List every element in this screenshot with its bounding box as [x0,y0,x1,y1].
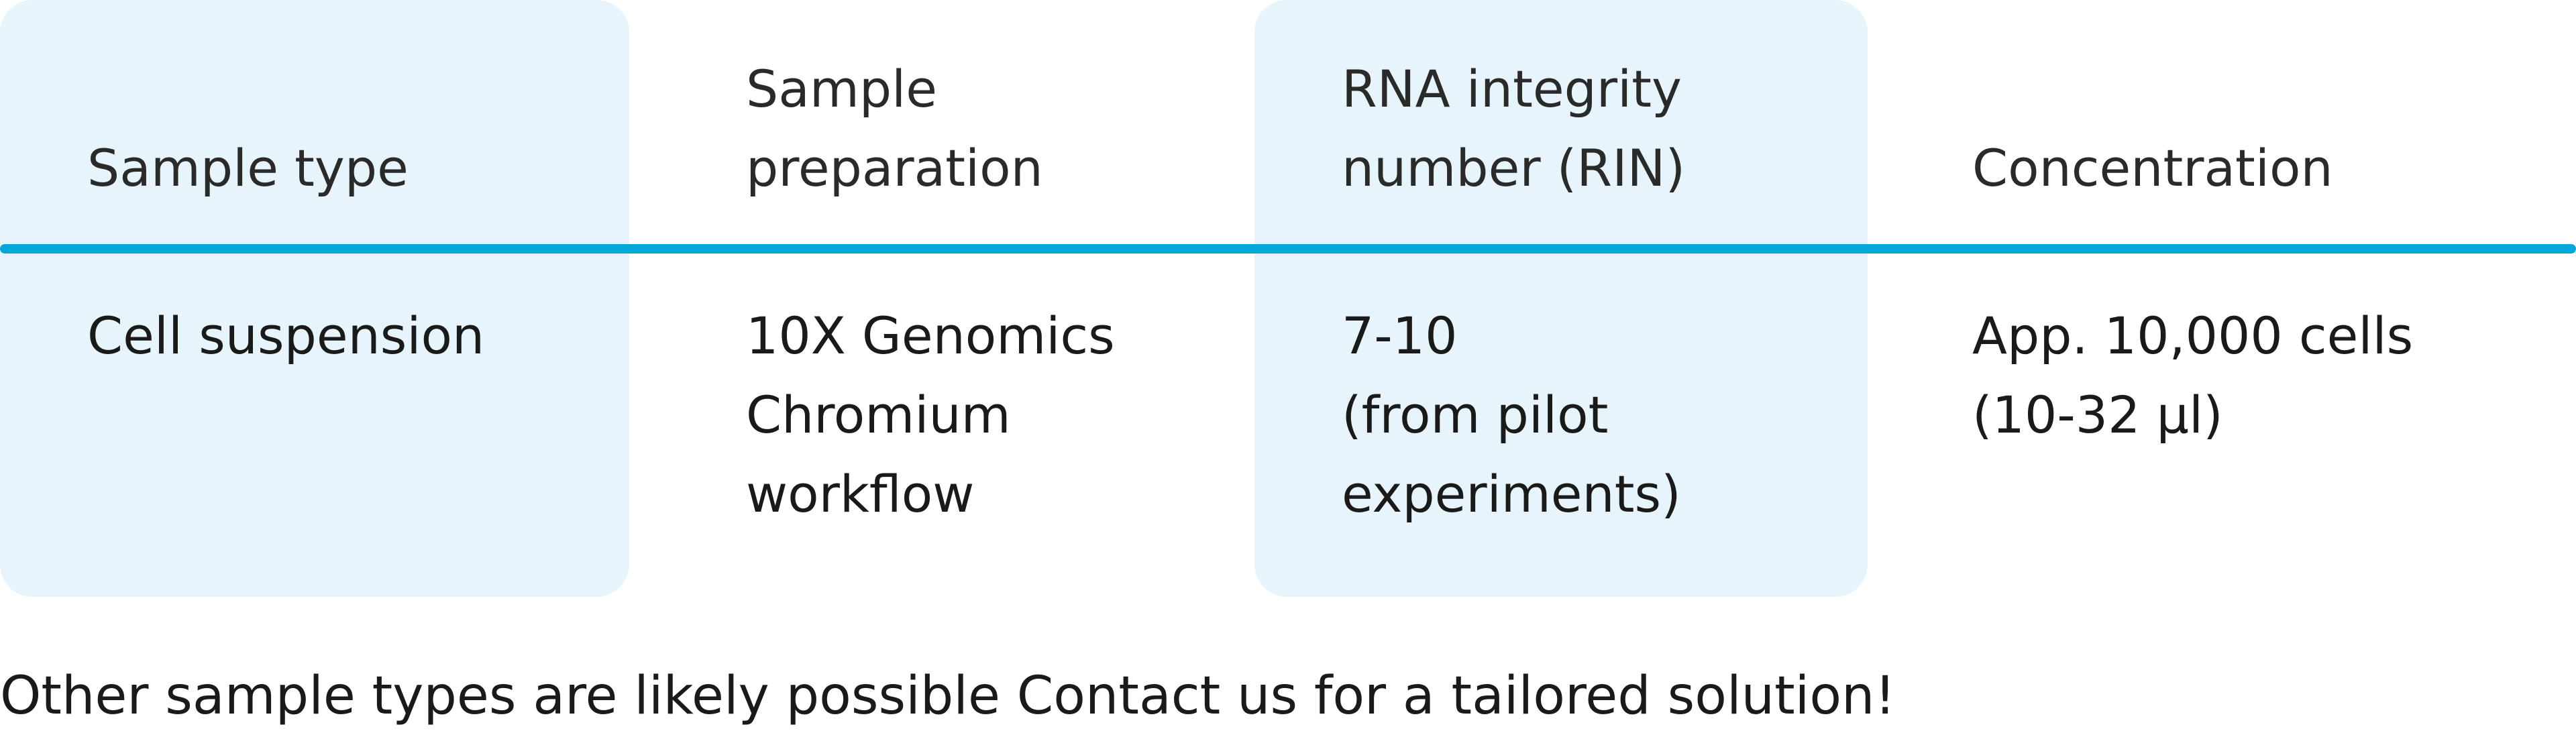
cell-line: workflow [746,464,975,524]
cell-line: (10-32 µl) [1972,385,2223,445]
cell-line: (from pilot [1342,385,1609,445]
column-highlight-sample-type [0,0,629,597]
column-highlight-rin [1254,0,1868,597]
cell-sample-type: Cell suspension [87,296,484,376]
header-sample-type: Sample type [87,129,409,208]
header-concentration: Concentration [1972,129,2333,208]
header-line: number (RIN) [1342,138,1686,198]
cell-rin: 7-10 (from pilot experiments) [1342,296,1681,534]
cell-line: Chromium [746,385,1011,445]
footnote: Other sample types are likely possible C… [0,666,1896,726]
cell-line: App. 10,000 cells [1972,306,2414,365]
cell-concentration: App. 10,000 cells (10-32 µl) [1972,296,2413,455]
cell-line: experiments) [1342,464,1681,524]
header-line: Concentration [1972,138,2333,198]
header-line: preparation [746,138,1043,198]
header-sample-preparation: Sample preparation [746,50,1043,208]
cell-line: 7-10 [1342,306,1458,365]
header-line: Sample type [87,138,409,198]
cell-sample-preparation: 10X Genomics Chromium workflow [746,296,1115,534]
cell-line: Cell suspension [87,306,485,365]
header-line: RNA integrity [1342,59,1682,119]
header-rna-integrity-number: RNA integrity number (RIN) [1342,50,1685,208]
header-divider [0,244,2576,253]
cell-line: 10X Genomics [746,306,1115,365]
header-line: Sample [746,59,937,119]
